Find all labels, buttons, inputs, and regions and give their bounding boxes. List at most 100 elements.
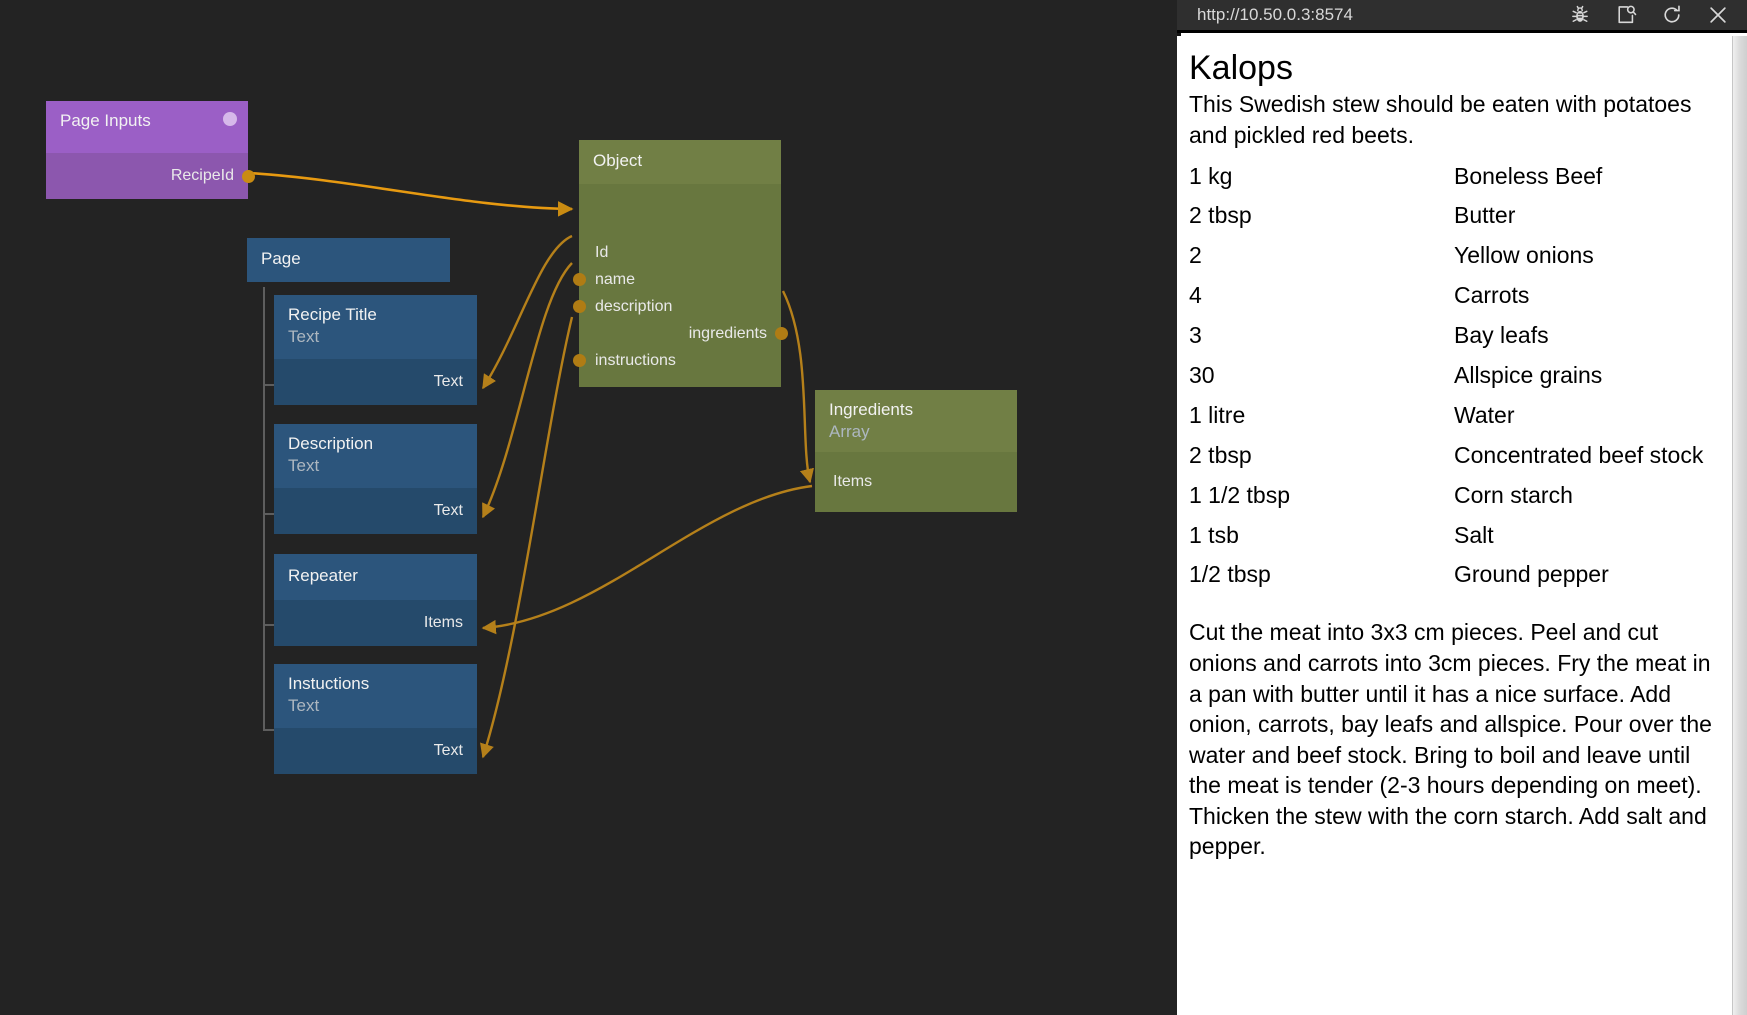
port-dot-object-description[interactable] xyxy=(572,300,586,313)
wire-name-to-recipetitle xyxy=(481,234,573,390)
ingredient-quantity: 30 xyxy=(1189,362,1215,388)
view-source-icon[interactable] xyxy=(1615,4,1637,26)
ingredient-name: Water xyxy=(1454,401,1515,428)
close-icon[interactable] xyxy=(1707,4,1729,26)
ingredient-name: Allspice grains xyxy=(1454,362,1603,388)
port-label-object-description: description xyxy=(595,298,673,315)
node-description[interactable]: Description Text Text xyxy=(274,424,477,534)
ingredient-name: Corn starch xyxy=(1454,481,1573,508)
ingredient-name: Concentrated beef stock xyxy=(1454,441,1704,468)
port-row-object-instructions[interactable]: instructions xyxy=(572,347,781,374)
recipe-title: Kalops xyxy=(1189,49,1293,87)
wire-instructions-to-instuctions xyxy=(480,316,574,759)
port-row-object-id[interactable]: Id xyxy=(579,239,781,266)
ingredient-name: Butter xyxy=(1454,202,1516,229)
wire-ingredients-to-repeater-items xyxy=(481,484,813,635)
node-graph-canvas[interactable]: Page Inputs RecipeId Page Recip xyxy=(0,0,1177,1015)
tree-tick-repeater xyxy=(263,624,276,626)
wire-description-to-description xyxy=(481,262,573,519)
node-repeater[interactable]: Repeater Items xyxy=(274,554,477,646)
node-page-inputs[interactable]: Page Inputs RecipeId xyxy=(46,101,255,199)
port-dot-object-instructions[interactable] xyxy=(572,354,586,367)
node-description-label: Description xyxy=(288,434,374,453)
node-description-header[interactable]: Description Text xyxy=(274,424,477,488)
port-label-object-id: Id xyxy=(595,244,609,261)
node-recipe-title-label: Recipe Title xyxy=(288,305,377,324)
ingredient-row: 1 kg Boneless Beef xyxy=(1189,157,1715,197)
node-page-inputs-header[interactable]: Page Inputs xyxy=(46,101,248,153)
ingredient-quantity: 1 litre xyxy=(1189,401,1246,428)
node-ingredients-subtitle: Array xyxy=(829,421,870,441)
node-recipe-title-body: Text xyxy=(274,358,477,405)
port-row-instuctions-text[interactable]: Text xyxy=(274,728,477,774)
ingredient-quantity: 2 tbsp xyxy=(1189,441,1252,468)
port-dot-object-ingredients[interactable] xyxy=(774,327,788,340)
port-row-recipe-title-text[interactable]: Text xyxy=(274,359,477,405)
port-row-object-description[interactable]: description xyxy=(572,293,781,320)
port-row-ingredients-items[interactable]: Items xyxy=(815,452,1017,512)
node-page-inputs-title: Page Inputs xyxy=(60,111,151,130)
node-recipe-title-header[interactable]: Recipe Title Text xyxy=(274,295,477,359)
node-instuctions[interactable]: Instuctions Text Text xyxy=(274,664,477,774)
preview-scrollbar[interactable] xyxy=(1732,36,1747,1015)
reload-icon[interactable] xyxy=(1661,4,1683,26)
node-recipe-title-subtitle: Text xyxy=(288,326,320,346)
node-object-header[interactable]: Object xyxy=(579,140,781,184)
port-label-repeater-items: Items xyxy=(423,614,463,631)
port-row-description-text[interactable]: Text xyxy=(274,488,477,534)
port-dot-object-name[interactable] xyxy=(572,273,586,286)
node-ingredients-header[interactable]: Ingredients Array xyxy=(815,390,1017,452)
port-row-object-name[interactable]: name xyxy=(572,266,781,293)
tree-spine xyxy=(263,287,265,729)
node-instuctions-subtitle: Text xyxy=(288,695,320,715)
port-label-description-text: Text xyxy=(433,501,463,519)
recipe-page: Kalops This Swedish stew should be eaten… xyxy=(1177,36,1733,862)
node-object[interactable]: Object Id name description ingredients xyxy=(572,140,788,387)
port-label-instuctions-text: Text xyxy=(433,741,463,759)
node-ingredients-body: Items xyxy=(815,452,1017,512)
ingredient-quantity: 1 tsb xyxy=(1189,521,1239,548)
port-label-object-name: name xyxy=(595,271,636,288)
recipe-description: This Swedish stew should be eaten with p… xyxy=(1189,91,1692,148)
port-dot-recipeid-output[interactable] xyxy=(241,169,255,183)
bug-icon[interactable] xyxy=(1569,4,1591,26)
node-instuctions-body: Text xyxy=(274,727,477,774)
ingredient-quantity: 1 kg xyxy=(1189,162,1233,189)
node-object-title: Object xyxy=(593,151,643,170)
ingredient-row: 2 tbsp Concentrated beef stock xyxy=(1189,436,1715,476)
browser-preview-panel: http://10.50.0.3:8574 xyxy=(1177,0,1747,1015)
preview-scroll-area[interactable]: Kalops This Swedish stew should be eaten… xyxy=(1177,36,1747,1015)
tree-tick-recipe-title xyxy=(263,384,276,386)
node-object-body: Id name description ingredients instruct… xyxy=(572,184,788,387)
port-row-recipeid[interactable]: RecipeId xyxy=(46,153,255,199)
port-label-recipe-title-text: Text xyxy=(433,372,463,390)
node-page-header[interactable]: Page xyxy=(247,238,450,282)
node-status-dot-icon xyxy=(223,112,237,126)
node-repeater-header[interactable]: Repeater xyxy=(274,554,477,600)
ingredient-quantity: 1/2 tbsp xyxy=(1189,561,1271,588)
port-label-object-instructions: instructions xyxy=(595,352,676,369)
ingredient-name: Boneless Beef xyxy=(1454,162,1603,189)
url-bar[interactable]: http://10.50.0.3:8574 xyxy=(1197,5,1353,24)
node-ingredients[interactable]: Ingredients Array Items xyxy=(815,390,1017,512)
port-row-object-ingredients[interactable]: ingredients xyxy=(579,320,788,347)
ingredient-name: Yellow onions xyxy=(1454,242,1594,269)
port-row-repeater-items[interactable]: Items xyxy=(274,600,477,646)
ingredient-row: 1 litre Water xyxy=(1189,396,1715,436)
recipe-instructions: Cut the meat into 3x3 cm pieces. Peel an… xyxy=(1189,619,1712,860)
node-repeater-label: Repeater xyxy=(288,566,358,585)
tree-tick-instuctions xyxy=(263,729,276,731)
port-label-ingredients-items: Items xyxy=(833,473,873,490)
node-instuctions-label: Instuctions xyxy=(288,674,370,693)
node-recipe-title[interactable]: Recipe Title Text Text xyxy=(274,295,477,405)
node-ingredients-title: Ingredients xyxy=(829,400,914,419)
node-instuctions-header[interactable]: Instuctions Text xyxy=(274,664,477,728)
wire-ingredients-to-ingredients-items xyxy=(781,290,815,484)
node-page[interactable]: Page xyxy=(247,238,450,282)
